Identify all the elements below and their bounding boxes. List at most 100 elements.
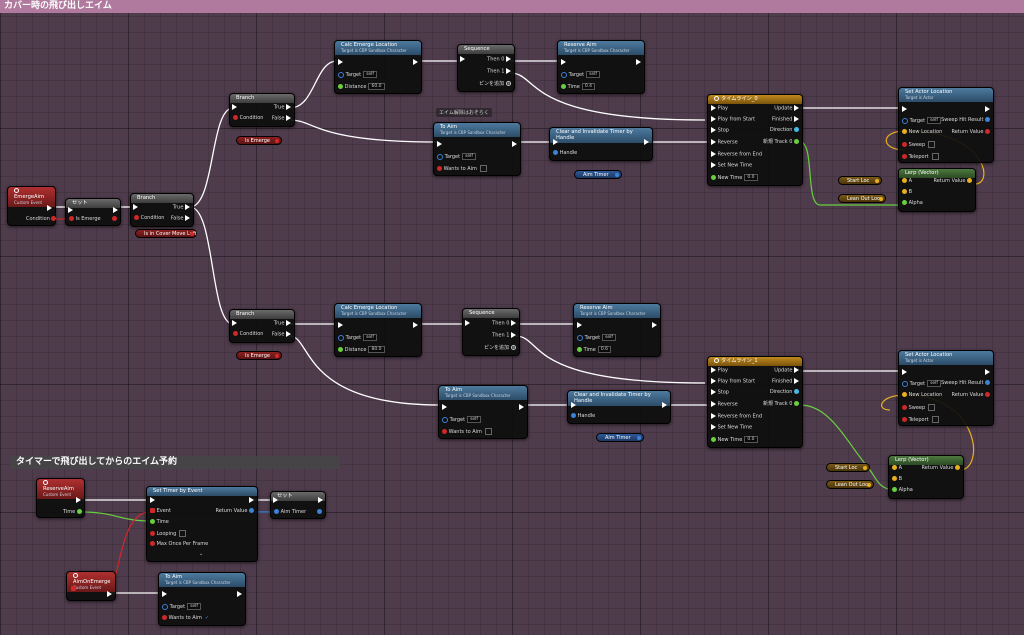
target-value[interactable]: self (363, 71, 378, 78)
exec-out-pin[interactable] (249, 497, 254, 504)
exec-out-pin[interactable] (413, 322, 418, 329)
then1-pin[interactable] (511, 332, 516, 338)
target-pin[interactable] (162, 603, 168, 610)
stop-pin[interactable] (711, 389, 716, 395)
exec-in-pin[interactable] (561, 59, 566, 66)
new-time-pin[interactable] (711, 175, 716, 180)
var-pin[interactable] (275, 139, 279, 143)
distance-pin[interactable] (338, 347, 343, 352)
exec-out-pin[interactable] (318, 497, 323, 504)
exec-out-pin[interactable] (985, 369, 990, 376)
exec-in-pin[interactable] (577, 322, 582, 329)
wants-to-aim-pin[interactable] (162, 615, 167, 620)
exec-in-pin[interactable] (232, 104, 237, 111)
teleport-checkbox[interactable] (931, 416, 939, 423)
start-loc-var-top[interactable]: Start Loc (838, 176, 882, 185)
new-time-value[interactable]: 0.0 (744, 436, 758, 443)
condition-pin[interactable] (51, 216, 57, 221)
exec-out-pin[interactable] (662, 402, 667, 409)
exec-in-pin[interactable] (68, 207, 73, 214)
track-pin[interactable] (794, 401, 799, 406)
then0-pin[interactable] (511, 320, 516, 326)
sweep-hit-result-pin[interactable] (985, 380, 990, 385)
return-value-pin[interactable] (955, 465, 960, 470)
time-value[interactable]: 0.4 (581, 83, 596, 90)
handle-pin[interactable] (553, 150, 558, 155)
set-new-time-pin[interactable] (711, 424, 716, 430)
sweep-pin[interactable] (902, 405, 907, 410)
target-value[interactable]: self (586, 71, 601, 78)
return-value-pin[interactable] (249, 508, 254, 513)
sweep-checkbox[interactable] (928, 404, 936, 411)
play-from-start-pin[interactable] (711, 116, 716, 122)
var-pin[interactable] (615, 173, 619, 177)
checkmark-icon[interactable]: ✓ (204, 615, 210, 621)
set-timer-by-event-node[interactable]: Set Timer by Event Event Return Value Ti… (146, 486, 258, 562)
target-pin[interactable] (338, 71, 344, 78)
reverse-pin[interactable] (711, 139, 716, 145)
target-pin[interactable] (338, 334, 344, 341)
sweep-pin[interactable] (902, 142, 907, 147)
true-exec-pin[interactable] (185, 204, 190, 210)
reverse-from-end-pin[interactable] (711, 413, 716, 419)
direction-pin[interactable] (794, 389, 799, 394)
exec-in-pin[interactable] (902, 106, 907, 113)
exec-in-pin[interactable] (150, 497, 155, 504)
branch-main-node[interactable]: Branch True Condition False (130, 193, 194, 227)
exec-in-pin[interactable] (571, 402, 576, 409)
alpha-pin[interactable] (902, 200, 907, 205)
add-pin-button[interactable]: ピンを追加+ (484, 345, 516, 352)
start-loc-var-bottom[interactable]: Start Loc (826, 463, 870, 472)
exec-out-pin[interactable] (413, 59, 418, 66)
exec-in-pin[interactable] (437, 141, 442, 148)
set-new-time-pin[interactable] (711, 162, 716, 168)
time-value[interactable]: 0.6 (597, 346, 612, 353)
exec-in-pin[interactable] (273, 497, 278, 504)
play-pin[interactable] (711, 105, 716, 111)
exec-in-pin[interactable] (902, 369, 907, 376)
looping-checkbox[interactable] (179, 530, 187, 537)
timeline-bottom-node[interactable]: タイムライン_1 Play Play from Start Stop Rever… (707, 356, 803, 448)
direction-pin[interactable] (794, 127, 799, 132)
exec-in-pin[interactable] (465, 320, 470, 327)
wants-to-aim-checkbox[interactable] (484, 428, 492, 435)
lean-out-loc-var-bottom[interactable]: Lean Out Loc (826, 480, 874, 489)
target-pin[interactable] (577, 334, 583, 341)
clear-timer-top-node[interactable]: Clear and Invalidate Timer by Handle Han… (549, 127, 653, 161)
then1-pin[interactable] (506, 68, 511, 74)
exec-in-pin[interactable] (162, 591, 167, 598)
looping-pin[interactable] (150, 531, 155, 536)
clear-timer-bottom-node[interactable]: Clear and Invalidate Timer by Handle Han… (567, 390, 671, 424)
exec-in-pin[interactable] (133, 204, 138, 211)
timeline-top-node[interactable]: タイムライン_0 Play Play from Start Stop Rever… (707, 94, 803, 186)
time-pin[interactable] (577, 347, 582, 352)
exec-out-pin[interactable] (519, 404, 524, 411)
exec-in-pin[interactable] (442, 404, 447, 411)
var-pin[interactable] (863, 466, 867, 470)
false-exec-pin[interactable] (185, 215, 190, 221)
sweep-checkbox[interactable] (928, 141, 936, 148)
exec-out-pin[interactable] (636, 59, 641, 66)
track-pin[interactable] (794, 139, 799, 144)
exec-out-pin[interactable] (237, 591, 242, 598)
b-pin[interactable] (902, 189, 907, 194)
add-pin-button[interactable]: ピンを追加+ (479, 81, 511, 88)
teleport-pin[interactable] (902, 417, 907, 422)
target-value[interactable]: self (467, 416, 482, 423)
branch-bottom-node[interactable]: Branch True Condition False (229, 309, 295, 343)
set-is-emerge-node[interactable]: セット Is Emerge (65, 198, 121, 226)
is-emerge-pin[interactable] (69, 216, 74, 221)
condition-pin[interactable] (134, 215, 139, 220)
false-exec-pin[interactable] (286, 331, 291, 337)
exec-out-pin[interactable] (985, 106, 990, 113)
lerp-vector-bottom-node[interactable]: Lerp (Vector) A B Alpha Return Value (888, 455, 964, 499)
new-time-pin[interactable] (711, 437, 716, 442)
